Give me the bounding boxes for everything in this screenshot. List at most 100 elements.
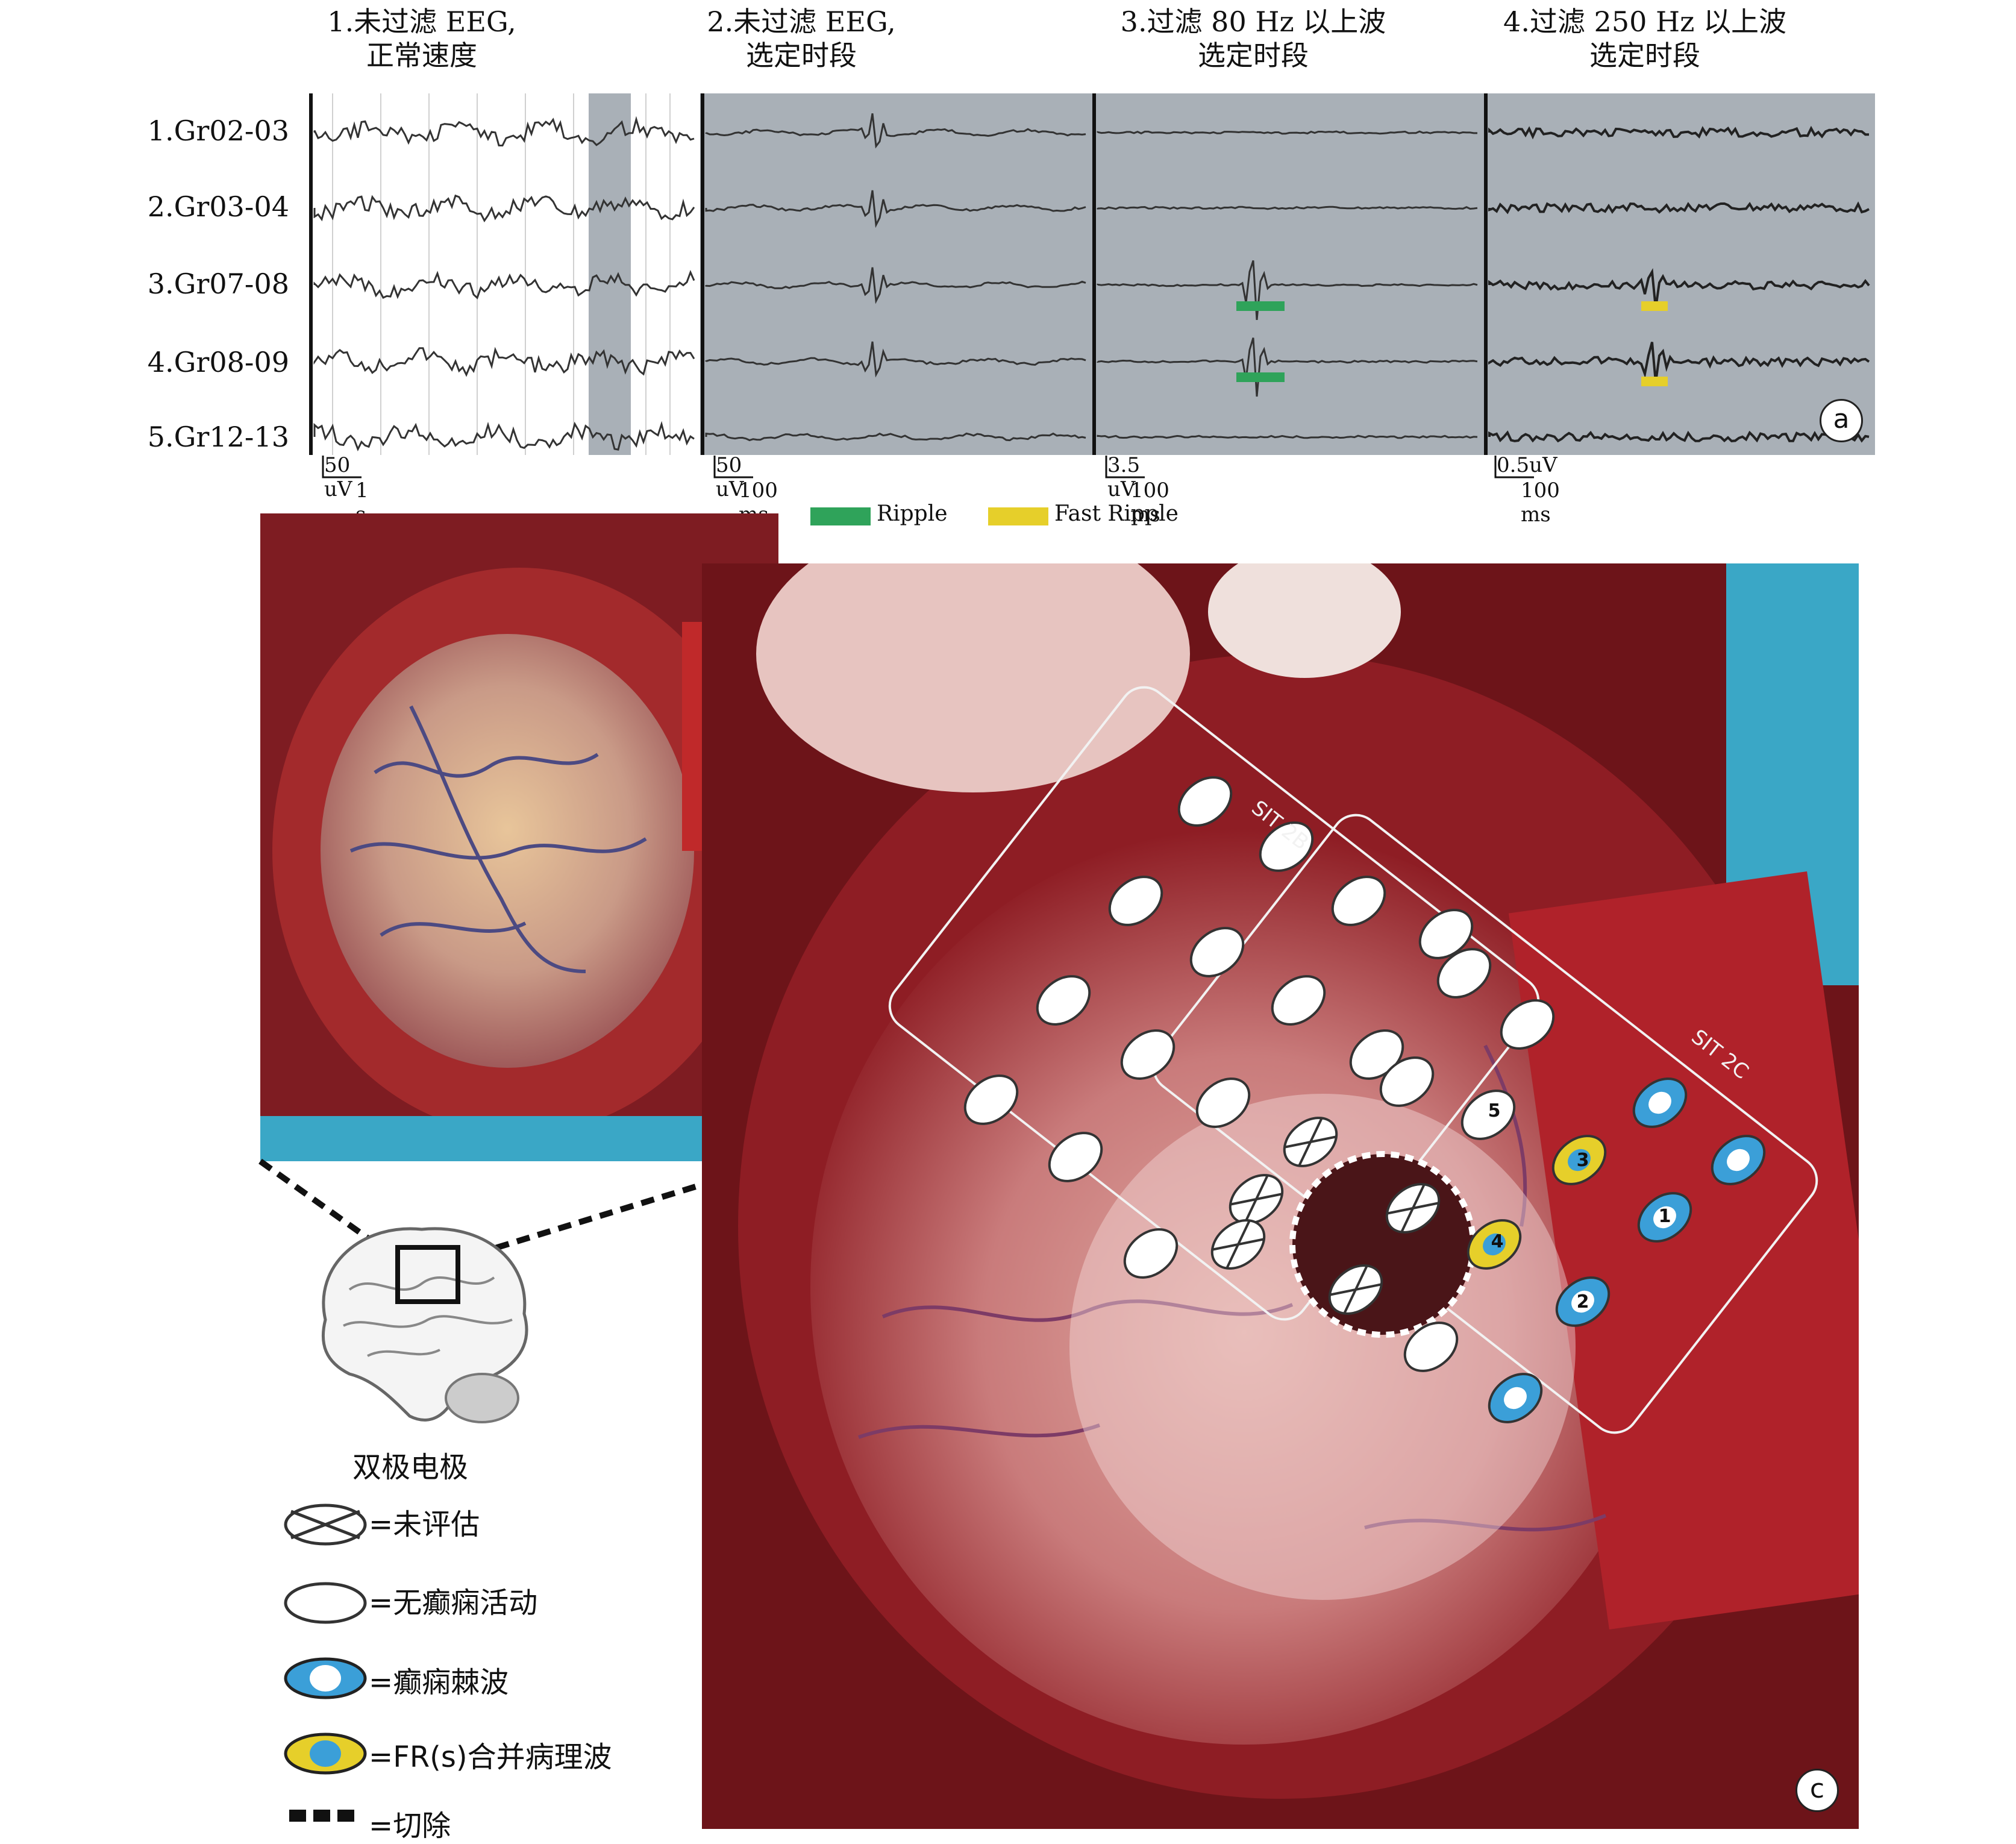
t2-channel-2 [705,190,1086,228]
eeg-panel-250hz [1483,93,1875,455]
no-activity-electrode-icon [284,1582,367,1624]
electrode-b-29 [1632,1077,1688,1128]
legend-fast-ripple-swatch [988,507,1048,525]
electrode-x-19 [1385,1183,1441,1234]
t1-channel-5 [313,421,695,452]
electrode-number-4: 4 [1491,1231,1504,1252]
column-title-2: 2.未过滤 EEG, 选定时段 [707,5,896,72]
electrode-w-1 [1259,821,1314,872]
electrode-number-5: 5 [1488,1100,1501,1121]
electrode-x-17 [1229,1174,1284,1225]
electrode-w-12 [1195,1077,1251,1128]
scale-bar-2-amp: 50 uV [716,453,744,501]
electrode-w-9 [1436,948,1492,999]
t2-channel-5 [705,432,1086,442]
legend-ripple-swatch [810,507,871,525]
legend-label-no-activity: =无癫痫活动 [369,1586,538,1620]
legend-label-not-evaluated: =未评估 [369,1508,480,1541]
panel-c-badge: c [1795,1769,1839,1812]
electrode-w-10 [963,1074,1019,1125]
electrode-b-28 [1488,1373,1543,1423]
electrode-number-3: 3 [1577,1150,1589,1171]
eeg-panel-unfiltered [700,93,1092,455]
eeg-panel-normal-speed [308,93,700,455]
t4-channel-5 [1488,430,1870,443]
eeg-traces-4 [1484,93,1870,455]
electrode-x-21 [1328,1264,1383,1315]
fast-ripple-marker-ch4 [1641,377,1668,386]
legend-title: 双极电极 [352,1450,469,1484]
eeg-traces-2 [701,93,1086,455]
electrode-w-2 [1108,876,1163,926]
electrode-w-3 [1189,927,1245,977]
eeg-traces-3 [1092,93,1478,455]
electrode-w-8 [1418,909,1474,959]
electrode-w-0 [1177,776,1233,827]
t3-channel-2 [1097,205,1478,210]
electrode-w-6 [1120,1029,1175,1080]
spike-electrode-icon [284,1657,367,1699]
t2-channel-4 [705,341,1086,378]
resection-area [1289,1151,1476,1338]
channel-label-5: 5.Gr12-13 [147,421,289,453]
electrode-x-20 [1210,1219,1266,1270]
electrode-b-30 [1711,1135,1766,1185]
ripple-marker-ch3 [1236,301,1285,311]
t1-channel-3 [313,269,695,299]
scale-bar-1-amp: 50 uV [324,453,352,501]
t4-channel-2 [1488,201,1870,215]
electrode-w-5 [1036,975,1091,1026]
t4-channel-4 [1488,342,1870,383]
ripple-marker-ch4 [1236,372,1285,382]
t3-channel-4 [1097,337,1478,397]
legend-label-resection: =切除 [369,1809,451,1843]
scale-bar-4-time: 100 ms [1521,478,1560,527]
legend-ripple-label: Ripple [877,501,948,526]
t3-channel-1 [1097,130,1477,135]
t1-channel-1 [313,116,695,147]
panel-c-photo: SIT 2B SIT 2C 1 2 3 4 5 c [702,563,1859,1829]
legend-label-spike: =癫痫棘波 [369,1666,509,1699]
eeg-traces-1 [309,93,695,455]
column-title-4: 4.过滤 250 Hz 以上波 选定时段 [1503,5,1786,72]
column-title-1: 1.未过滤 EEG, 正常速度 [327,5,516,72]
t4-channel-3 [1488,268,1870,309]
electrode-b-26 [1637,1192,1692,1243]
resection-dashed-icon [289,1810,354,1822]
electrode-number-1: 1 [1659,1206,1671,1227]
electrode-y-24 [1467,1219,1522,1270]
column-title-3: 3.过滤 80 Hz 以上波 选定时段 [1120,5,1386,72]
electrode-x-18 [1283,1117,1338,1167]
t1-channel-2 [313,194,695,223]
electrode-w-15 [1500,999,1555,1050]
t3-channel-3 [1097,260,1478,321]
t3-channel-5 [1097,434,1478,439]
scale-bar-3-time: 100 ms [1130,478,1169,527]
scale-bar-3-amp: 3.5 uV [1107,453,1141,501]
fast-ripple-marker-ch3 [1641,301,1668,311]
electrode-number-2: 2 [1577,1291,1589,1312]
scale-bar-4-amp: 0.5uV [1497,453,1557,477]
panel-a-badge: a [1820,399,1863,442]
electrode-w-4 [1331,876,1386,926]
not-evaluated-electrode-icon [284,1504,367,1546]
channel-label-2: 2.Gr03-04 [147,190,289,223]
electrode-y-23 [1551,1135,1607,1185]
electrode-w-22 [1460,1090,1516,1140]
electrode-w-16 [1123,1228,1179,1279]
legend-fast-ripple-label: Fast Ripple [1054,501,1179,526]
electrode-w-7 [1271,975,1326,1026]
channel-label-4: 4.Gr08-09 [147,346,289,378]
brain-outline-icon [321,1227,528,1423]
t2-channel-1 [705,113,1086,149]
electrode-grid-on-cortex-image: SIT 2B SIT 2C 1 2 3 4 5 [702,563,1859,1829]
channel-label-1: 1.Gr02-03 [147,114,289,147]
t4-channel-1 [1488,125,1870,140]
eeg-panel-80hz [1092,93,1483,455]
channel-label-3: 3.Gr07-08 [147,268,289,300]
electrode-w-11 [1048,1132,1103,1182]
electrode-w-14 [1379,1056,1435,1107]
legend-label-fr-pathological: =FR(s)合并病理波 [369,1740,612,1774]
t2-channel-3 [705,267,1086,304]
t1-channel-4 [313,347,695,377]
